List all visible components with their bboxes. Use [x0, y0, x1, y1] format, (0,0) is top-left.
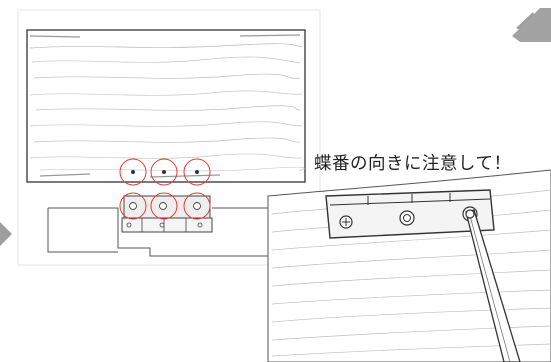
closeup-view — [267, 169, 551, 362]
hinge-icon — [121, 195, 213, 233]
arrow-left-icon — [0, 222, 12, 246]
wood-board — [26, 29, 306, 183]
arrow-top-right-icon — [512, 8, 551, 42]
hinge-orientation-caption: 蝶番の向きに注意して！ — [314, 154, 512, 174]
screw-markers-top — [119, 158, 211, 186]
screw-markers-hinge — [119, 192, 211, 220]
panel-left — [17, 9, 321, 266]
screwdriver-icon — [465, 209, 521, 362]
